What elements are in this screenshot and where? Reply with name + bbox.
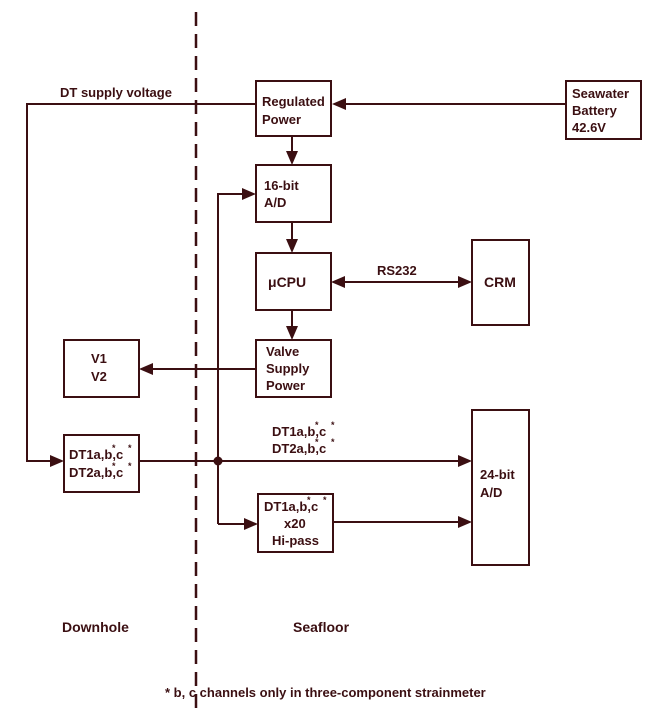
battery-line3: 42.6V: [572, 120, 606, 135]
box-outline: [255, 80, 332, 137]
arrowhead: [286, 239, 298, 253]
regulated-power-line2: Power: [262, 112, 301, 127]
asterisk-mark: *: [315, 420, 319, 430]
arrowhead: [242, 188, 256, 200]
hipass-line2: x20: [284, 516, 306, 531]
hipass-line3: Hi-pass: [272, 533, 319, 548]
regulated-power-line1: Regulated: [262, 94, 325, 109]
adc24-line2: A/D: [480, 485, 502, 500]
valve-line2: Supply: [266, 361, 310, 376]
dt-supply-voltage-label: DT supply voltage: [60, 85, 172, 100]
v2-label: V2: [91, 369, 107, 384]
v1-v2-box: V1 V2: [63, 339, 140, 398]
downhole-dt-box: DT1a,b,c * * DT2a,b,c * *: [63, 434, 140, 493]
seawater-battery-box: Seawater Battery 42.6V: [565, 80, 642, 140]
arrowhead: [244, 518, 258, 530]
downhole-label: Downhole: [62, 619, 129, 635]
adc16-box: 16-bit A/D: [255, 164, 332, 223]
footnote: * b, c channels only in three-component …: [165, 685, 486, 700]
arrowhead: [458, 455, 472, 467]
asterisk-mark: *: [307, 495, 311, 505]
hipass-line1: DT1a,b,c: [264, 499, 318, 514]
adc16-line1: 16-bit: [264, 178, 299, 193]
box-outline: [255, 252, 332, 311]
v1-label: V1: [91, 351, 107, 366]
adc16-line2: A/D: [264, 195, 286, 210]
box-outline: [63, 339, 140, 398]
seafloor-label: Seafloor: [293, 619, 350, 635]
adc24-line1: 24-bit: [480, 467, 515, 482]
box-outline: [471, 239, 530, 326]
regulated-power-box: Regulated Power: [255, 80, 332, 137]
arrowhead: [458, 516, 472, 528]
arrowhead: [286, 151, 298, 165]
arrowhead: [286, 326, 298, 340]
crm-label: CRM: [484, 274, 516, 290]
valve-line1: Valve: [266, 344, 299, 359]
valve-line3: Power: [266, 378, 305, 393]
box-outline: [255, 164, 332, 223]
battery-line2: Battery: [572, 103, 618, 118]
asterisk-mark: *: [315, 437, 319, 447]
dt-downhole-line2: DT2a,b,c: [69, 465, 123, 480]
asterisk-mark: *: [331, 437, 335, 447]
dt-tap-wire: [217, 193, 244, 524]
arrowhead: [332, 98, 346, 110]
crm-box: CRM: [471, 239, 530, 326]
arrowhead: [139, 363, 153, 375]
rs232-label: RS232: [377, 263, 417, 278]
mcpu-label: μCPU: [268, 274, 306, 290]
asterisk-mark: *: [331, 420, 335, 430]
box-outline: [471, 409, 530, 566]
asterisk-mark: *: [128, 461, 132, 471]
dt-downhole-line1: DT1a,b,c: [69, 447, 123, 462]
arrowhead: [331, 276, 345, 288]
valve-supply-power-box: Valve Supply Power: [255, 339, 332, 398]
adc24-box: 24-bit A/D: [471, 409, 530, 566]
hipass-box: DT1a,b,c * * x20 Hi-pass: [257, 493, 334, 553]
box-outline: [565, 80, 642, 140]
asterisk-mark: *: [112, 443, 116, 453]
dt-supply-wire: [26, 103, 256, 462]
arrowhead: [458, 276, 472, 288]
dt-bus-label-line2: DT2a,b,c: [272, 441, 326, 456]
arrowhead: [50, 455, 64, 467]
asterisk-mark: *: [323, 495, 327, 505]
mcpu-box: μCPU: [255, 252, 332, 311]
asterisk-mark: *: [128, 443, 132, 453]
asterisk-mark: *: [112, 461, 116, 471]
battery-line1: Seawater: [572, 86, 629, 101]
dt-bus-label-line1: DT1a,b,c: [272, 424, 326, 439]
box-outline: [63, 434, 140, 493]
